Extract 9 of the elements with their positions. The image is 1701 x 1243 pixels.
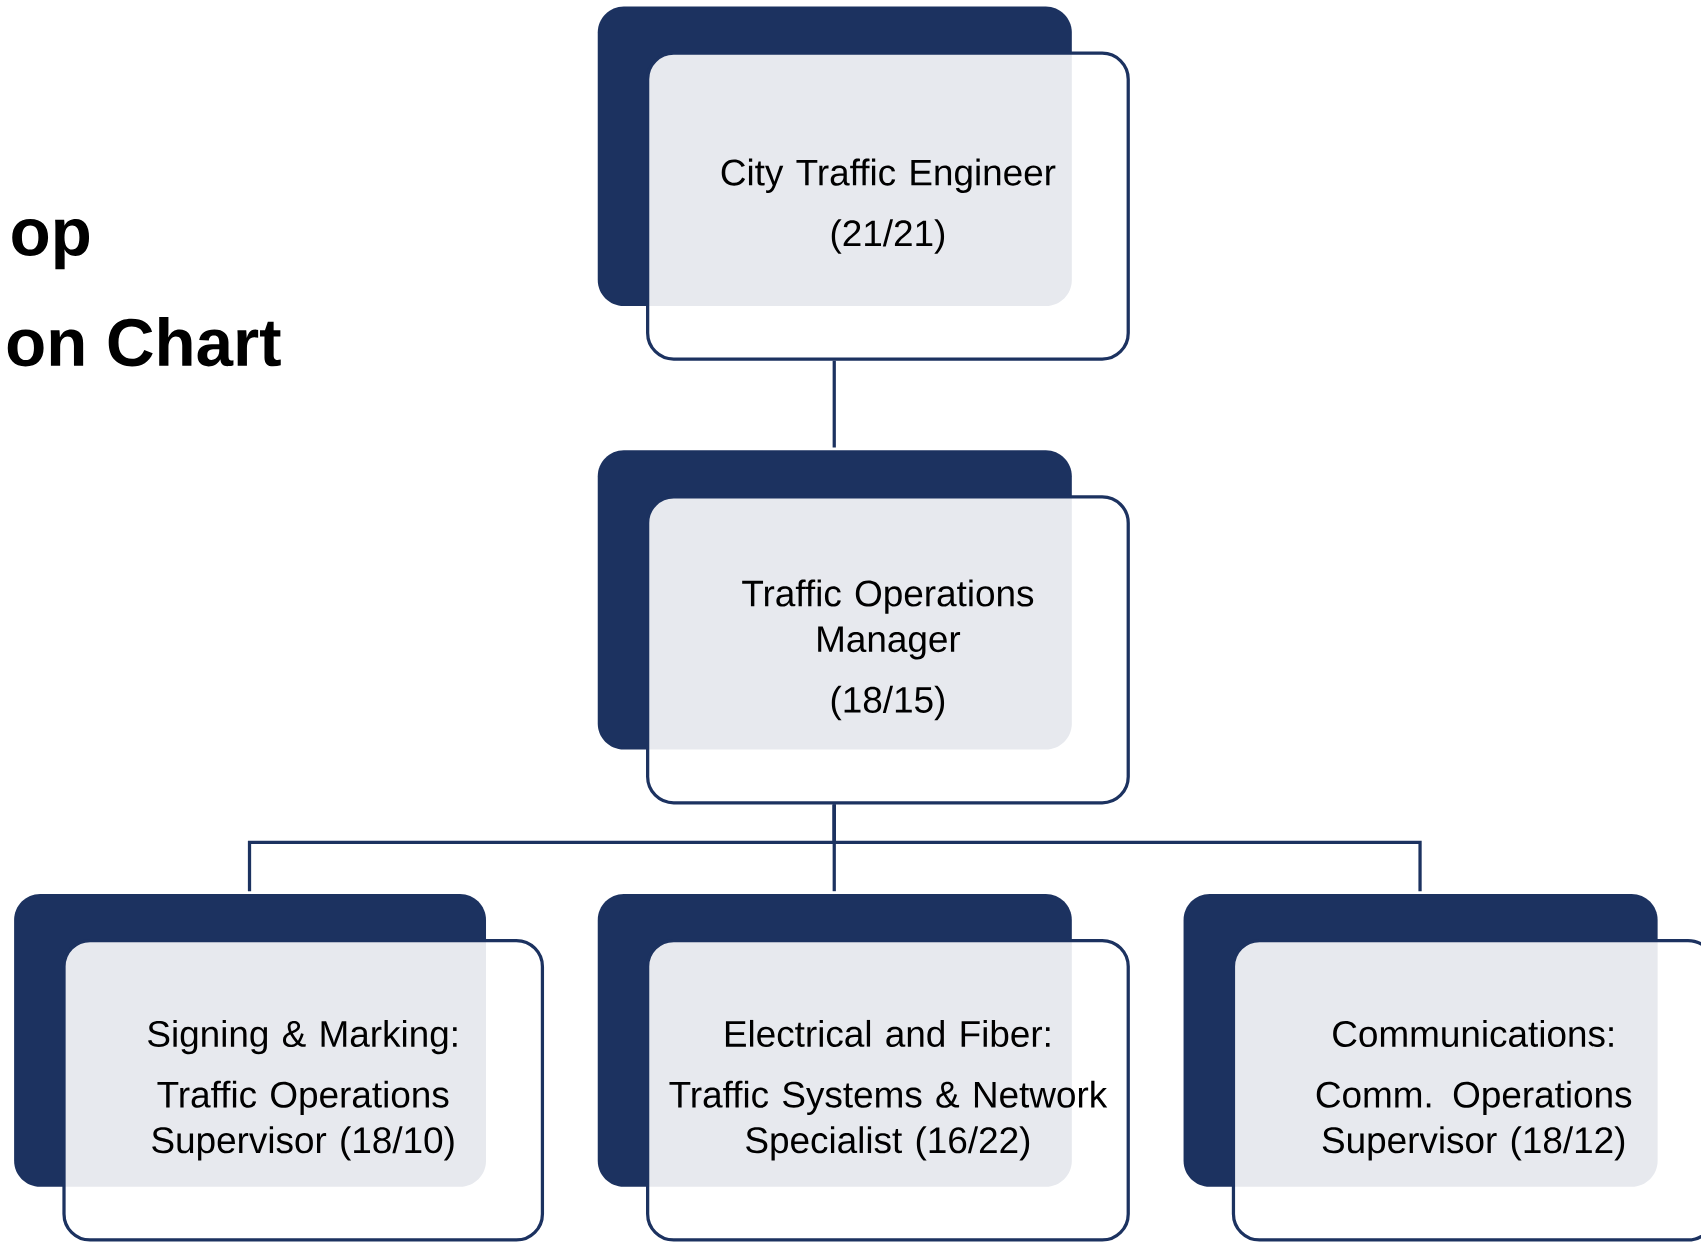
connector-line <box>832 804 1422 892</box>
title-text: op <box>12 218 90 270</box>
org-box: City Traffic Engineer (21/21) <box>597 6 1130 361</box>
title-text: on Chart <box>7 316 281 367</box>
org-box: Traffic Operations Manager (18/15) <box>597 450 1130 805</box>
org-box: Electrical and Fiber: Traffic Systems & Network Specialist (16/22) <box>597 893 1130 1242</box>
org-box: Communications: Comm. Operations Supervisor (18/12) <box>1183 893 1701 1242</box>
org-box: Signing & Marking: Traffic Operations Supervisor (18/10) <box>14 893 545 1242</box>
connector-line <box>832 360 836 448</box>
